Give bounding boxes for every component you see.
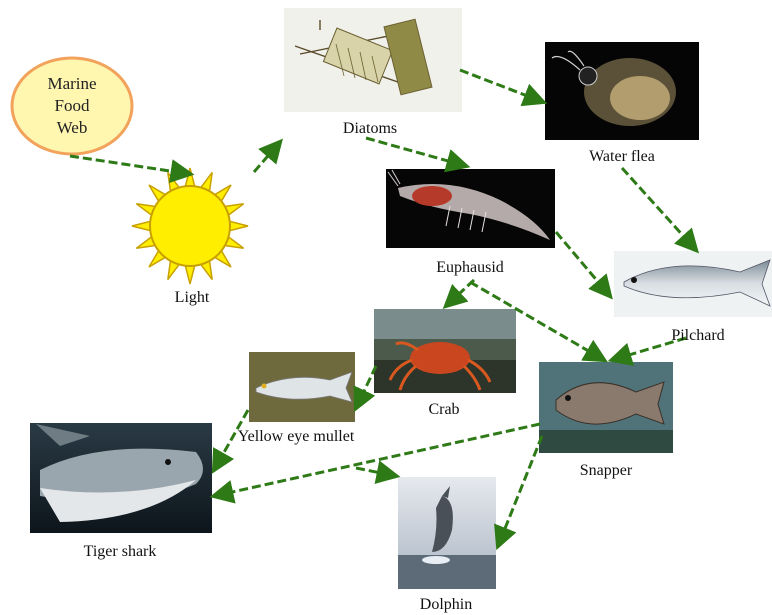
node-label-dolphin: Dolphin xyxy=(420,596,472,614)
arrow-mullet-to-dolphin xyxy=(356,468,396,476)
node-label-diatoms: Diatoms xyxy=(343,120,397,138)
sun-icon xyxy=(132,168,248,284)
dolphin-image xyxy=(398,477,496,589)
yellow-eye-mullet-image xyxy=(249,352,355,422)
arrow-euphausid-to-crab xyxy=(446,280,474,306)
node-label-light: Light xyxy=(175,289,210,307)
euphausid-image xyxy=(386,169,555,248)
tiger-shark-image xyxy=(30,423,212,533)
crab-image xyxy=(374,309,516,393)
node-label-euphausid: Euphausid xyxy=(436,259,504,277)
arrow-title-to-light xyxy=(70,156,190,174)
node-label-pilchard: Pilchard xyxy=(671,327,724,345)
pilchard-image xyxy=(614,251,772,317)
arrow-snapper-to-dolphin xyxy=(498,436,542,546)
diagram-title: Marine Food Web xyxy=(10,60,134,152)
snapper-image xyxy=(539,362,673,453)
node-label-tiger-shark: Tiger shark xyxy=(84,543,157,561)
node-label-water-flea: Water flea xyxy=(589,148,655,166)
arrow-light-to-diatoms xyxy=(254,142,280,172)
diatoms-image xyxy=(284,8,462,112)
arrow-crab-to-mullet xyxy=(356,366,376,408)
arrow-diatoms-to-euphausid xyxy=(366,138,466,166)
water-flea-image xyxy=(545,42,699,140)
arrow-diatoms-to-waterflea xyxy=(460,70,543,102)
arrow-euphausid-to-pilchard xyxy=(556,232,610,296)
node-label-yellow-eye-mullet: Yellow eye mullet xyxy=(236,428,356,446)
node-label-crab: Crab xyxy=(428,401,459,419)
arrow-waterflea-to-pilchard xyxy=(622,168,696,250)
node-label-snapper: Snapper xyxy=(580,462,632,480)
